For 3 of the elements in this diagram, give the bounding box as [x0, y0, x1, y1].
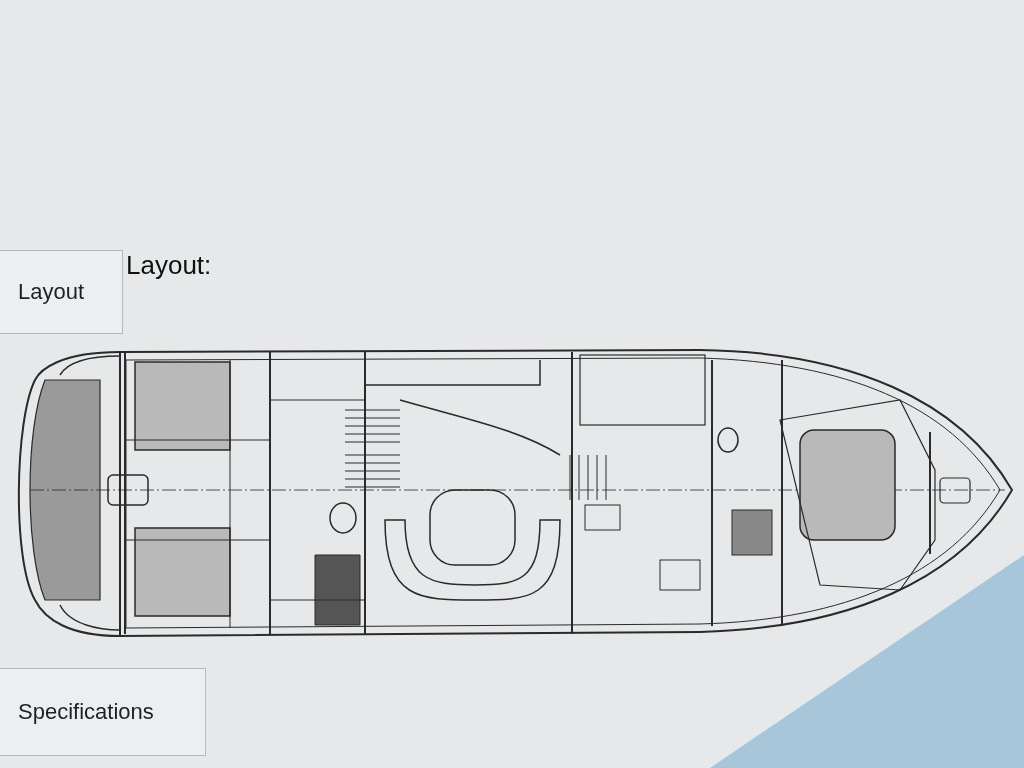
tab: Specifications [0, 668, 206, 756]
tab: Layout [0, 250, 123, 334]
heading: Layout: [126, 250, 212, 281]
